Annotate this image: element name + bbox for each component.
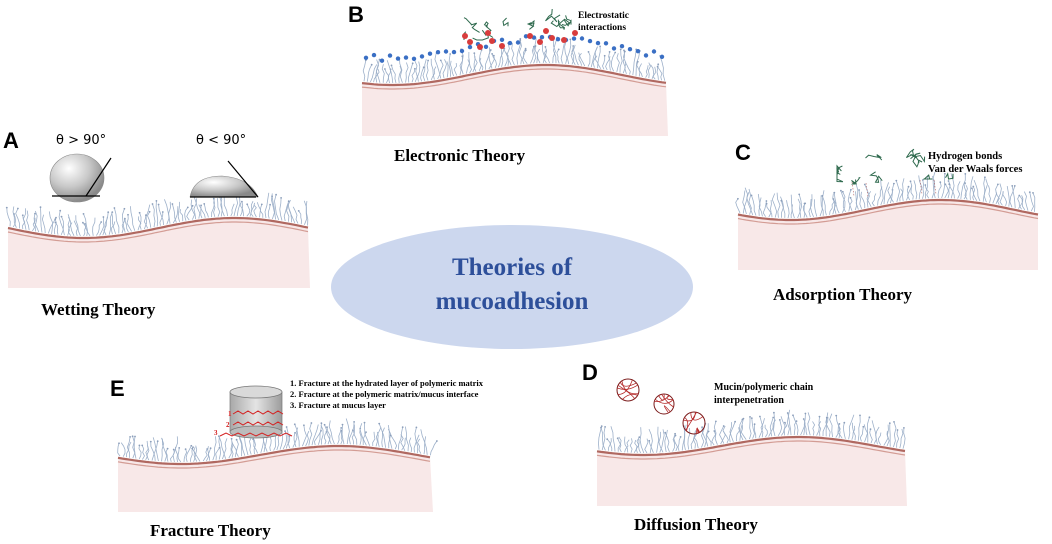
cell-membrane bbox=[737, 198, 1039, 222]
mucus-layer bbox=[5, 190, 309, 237]
panel-c-note-line1: Hydrogen bonds bbox=[928, 151, 1003, 162]
panel-e-title: Fracture Theory bbox=[150, 521, 271, 540]
polymer-chain-c1 bbox=[836, 154, 883, 185]
fracture-item-1: 1. Fracture at the hydrated layer of pol… bbox=[290, 378, 484, 388]
cell-membrane bbox=[361, 63, 667, 87]
cell-membrane-inner bbox=[361, 68, 667, 90]
cell-membrane bbox=[596, 435, 906, 457]
panel-c-title: Adsorption Theory bbox=[773, 285, 913, 304]
polymer-chain-b2 bbox=[526, 8, 572, 30]
tissue-section-d bbox=[596, 409, 907, 506]
panel-b-note-line2: interactions bbox=[578, 23, 627, 33]
tissue-section-a bbox=[5, 190, 310, 288]
panel-a-title: Wetting Theory bbox=[41, 300, 156, 319]
fracture-matrix bbox=[219, 385, 293, 439]
cell-membrane-inner bbox=[7, 221, 309, 243]
hydrogen-bond-lines bbox=[851, 179, 937, 198]
adsorption-polymers bbox=[836, 148, 954, 198]
tissue-section-e bbox=[117, 418, 438, 512]
cell-membrane bbox=[117, 444, 431, 466]
droplet-low-angle bbox=[189, 175, 259, 198]
fracture-lines bbox=[219, 410, 293, 437]
panel-d-letter: D bbox=[582, 360, 598, 385]
center-ellipse bbox=[331, 225, 693, 349]
fracture-marker-3: 3 bbox=[214, 429, 218, 437]
panel-e-letter: E bbox=[110, 376, 125, 401]
panel-c-note-line2: Van der Waals forces bbox=[928, 164, 1023, 175]
panel-a-letter: A bbox=[3, 128, 19, 153]
polymer-chain-c2 bbox=[905, 148, 954, 180]
center-title-line2: mucoadhesion bbox=[435, 288, 589, 315]
tangent-line-right bbox=[227, 160, 259, 198]
polymer-chain-b1 bbox=[462, 17, 509, 41]
mucus-layer bbox=[117, 418, 438, 463]
polymer-coil-2 bbox=[653, 393, 675, 415]
droplet-high-angle bbox=[49, 153, 105, 203]
contact-angle-high-label: θ > 90° bbox=[56, 133, 107, 148]
contact-angle-low-label: θ < 90° bbox=[196, 133, 247, 148]
panel-b-note-line1: Electrostatic bbox=[578, 11, 629, 21]
wetting-droplets bbox=[49, 153, 259, 203]
tissue-section-b bbox=[361, 36, 668, 136]
polymer-coil-3 bbox=[682, 411, 706, 435]
mucus-layer bbox=[735, 171, 1036, 219]
fracture-marker-2: 2 bbox=[226, 421, 230, 429]
cell-membrane-inner bbox=[737, 203, 1039, 225]
tissue-body bbox=[118, 446, 433, 512]
diffusion-coils bbox=[616, 378, 706, 435]
cell-membrane-inner bbox=[596, 440, 906, 460]
electronic-charges bbox=[363, 8, 665, 63]
tissue-body bbox=[738, 200, 1038, 270]
polymer-coil-1 bbox=[616, 378, 640, 402]
tissue-section-c bbox=[735, 171, 1039, 270]
panel-c-letter: C bbox=[735, 140, 751, 165]
center-title-line1: Theories of bbox=[451, 254, 573, 281]
tissue-body bbox=[362, 65, 668, 136]
matrix-cylinder-top bbox=[229, 385, 283, 399]
cell-membrane-inner bbox=[117, 449, 431, 469]
fracture-marker-1: 1 bbox=[228, 410, 232, 418]
fracture-item-2: 2. Fracture at the polymeric matrix/mucu… bbox=[290, 389, 479, 399]
mucus-layer bbox=[598, 409, 906, 454]
tissue-body bbox=[8, 218, 310, 288]
panel-b-title: Electronic Theory bbox=[394, 146, 526, 165]
panel-d-note-line2: interpenetration bbox=[714, 395, 784, 406]
panel-d-title: Diffusion Theory bbox=[634, 515, 758, 534]
panel-d-note-line1: Mucin/polymeric chain bbox=[714, 382, 814, 393]
panel-b-letter: B bbox=[348, 2, 364, 27]
tangent-line-left bbox=[85, 157, 112, 197]
cell-membrane bbox=[7, 216, 309, 240]
fracture-item-3: 3. Fracture at mucus layer bbox=[290, 400, 386, 410]
